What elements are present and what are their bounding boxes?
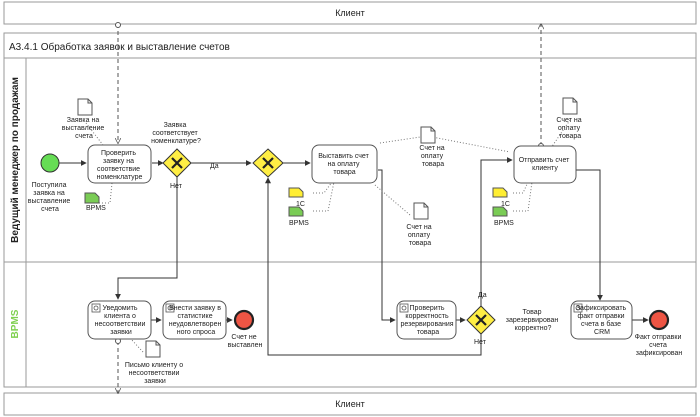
- gateway-yes-label: Да: [478, 292, 487, 299]
- gateway-no-label: Нет: [170, 183, 183, 190]
- document-icon[interactable]: [413, 202, 429, 220]
- bpms-document-label: BPMS: [289, 220, 309, 227]
- gateway-merge[interactable]: [252, 148, 284, 178]
- invoice-document-label: Счет на оплату товара: [406, 224, 433, 247]
- gear-icon: [401, 305, 407, 311]
- letter-document-label: Письмо клиенту о несоответствии заявки: [125, 362, 185, 385]
- task-record-statistics[interactable]: Внести заявку в статистике неудовлетворе…: [162, 300, 227, 340]
- bpms-document-icon[interactable]: [492, 206, 508, 217]
- task-record-crm[interactable]: Зафиксировать факт отправки счета в базе…: [570, 300, 633, 340]
- message-flow-origin: [115, 22, 121, 28]
- task-issue-invoice[interactable]: Выставить счет на оплату товара: [311, 144, 378, 184]
- gear-icon: [167, 305, 173, 311]
- gear-icon: [399, 303, 409, 313]
- task-check-reservation[interactable]: Проверить корректность резервирования то…: [396, 300, 457, 340]
- gateway-nomenclature-check[interactable]: [162, 148, 192, 178]
- task-send-invoice[interactable]: Отправить счет клиенту: [513, 145, 577, 184]
- bpms-document-label: BPMS: [494, 220, 514, 227]
- x-icon: [262, 157, 274, 169]
- lane-bpms-label: BPMS: [10, 309, 21, 338]
- 1c-document-label: 1С: [296, 201, 305, 208]
- lane-manager-label: Ведущий менеджер по продажам: [10, 77, 21, 243]
- start-event-label: Поступила заявка на выставление счета: [28, 182, 72, 213]
- client-pool-bottom[interactable]: [3, 392, 697, 416]
- task-notify-client[interactable]: Уведомить клиента о несоответствии заявк…: [87, 300, 152, 340]
- client-pool-top-label: Клиент: [335, 8, 365, 18]
- gateway-no-label: Нет: [474, 339, 487, 346]
- end-event-recorded-label: Факт отправки счета зафиксирован: [635, 334, 684, 357]
- gear-icon: [93, 305, 99, 311]
- document-icon[interactable]: [77, 98, 93, 116]
- invoice-document-label: Счет на оплату товара: [419, 145, 446, 168]
- 1c-document-label: 1С: [501, 201, 510, 208]
- gateway-yes-label: Да: [210, 163, 219, 170]
- end-event-recorded[interactable]: [648, 309, 670, 331]
- gear-icon: [165, 303, 175, 313]
- document-icon[interactable]: [145, 340, 161, 358]
- 1c-document-icon[interactable]: [288, 187, 304, 198]
- client-pool-bottom-label: Клиент: [335, 399, 365, 409]
- svg-text:Зафиксировать факт отпра: Зафиксировать факт отправки счета в базе…: [576, 305, 628, 336]
- svg-text:Проверить заявку на: Проверить заявку на соответствие номенкл…: [97, 150, 143, 181]
- gear-icon: [91, 303, 101, 313]
- end-event-not-issued[interactable]: [233, 309, 255, 331]
- svg-text:Отправить счет клиенту: Отправить счет клиенту: [519, 157, 572, 172]
- bpms-document-icon[interactable]: [84, 192, 100, 204]
- bpms-document-icon[interactable]: [288, 206, 304, 217]
- x-icon: [171, 157, 183, 169]
- client-pool-top[interactable]: [3, 1, 697, 25]
- gear-icon: [573, 303, 583, 313]
- svg-text:Выставить счет на оплату: Выставить счет на оплату товара: [318, 153, 371, 176]
- gear-icon: [575, 305, 581, 311]
- bpms-document-label: BPMS: [86, 205, 106, 212]
- gateway-reservation-question: Товар зарезервирован корректно?: [506, 309, 560, 332]
- process-title: А3.4.1 Обработка заявок и выставление сч…: [9, 41, 230, 53]
- request-document-label: Заявка на выставление счета: [62, 117, 106, 140]
- task-check-request[interactable]: Проверить заявку на соответствие номенкл…: [87, 144, 152, 184]
- invoice-document-label: Счет на оплату товара: [556, 117, 583, 140]
- document-icon[interactable]: [420, 126, 436, 144]
- gateway-nomenclature-question: Заявка соответствует номенклатуре?: [151, 122, 201, 145]
- 1c-document-icon[interactable]: [492, 187, 508, 198]
- start-event[interactable]: [40, 153, 60, 173]
- x-icon: [475, 314, 487, 326]
- svg-text:Уведомить клиента о: Уведомить клиента о несоответствии заявк…: [95, 305, 148, 336]
- svg-text:Внести заявку в статисти: Внести заявку в статистике неудовлетворе…: [169, 305, 224, 336]
- end-event-not-issued-label: Счет не выставлен: [228, 334, 263, 349]
- svg-text:Проверить корректность: Проверить корректность резервирования то…: [400, 305, 455, 336]
- gateway-reservation-check[interactable]: [466, 305, 496, 335]
- document-icon[interactable]: [562, 97, 578, 115]
